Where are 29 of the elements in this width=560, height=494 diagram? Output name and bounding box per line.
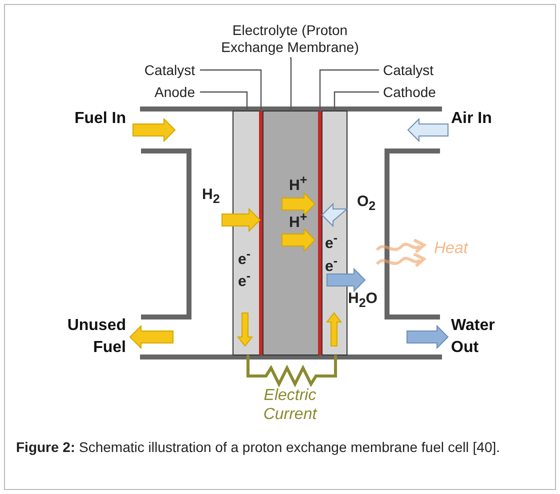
part-label: Catalyst	[383, 62, 463, 79]
flow-label: Water Out	[451, 316, 496, 358]
membrane-layer	[262, 110, 320, 356]
part-label: Catalyst	[130, 62, 195, 79]
part-label: Cathode	[383, 84, 463, 101]
leader-line	[319, 69, 379, 111]
electron-label: e$^{-}$	[238, 268, 252, 290]
leader-line	[334, 91, 379, 111]
electron-label: e$^{-}$	[238, 246, 252, 268]
species-label: H$^{+}$	[289, 209, 308, 231]
electron-label: e$^{-}$	[325, 253, 339, 275]
flow-label: Unused Fuel	[66, 316, 126, 358]
species-label: O$_{2}$	[357, 193, 377, 215]
species-label: H$_{2}$O	[348, 290, 378, 312]
leader-line	[200, 69, 262, 111]
figure-caption: Figure 2: Schematic illustration of a proton exchange membrane fuel cell [40].	[16, 438, 502, 457]
arrow	[321, 202, 348, 228]
current-label: Electric Current	[262, 386, 318, 424]
heat-label: Heat	[434, 240, 470, 257]
electron-label: e$^{-}$	[325, 230, 339, 252]
leader-line	[200, 91, 248, 111]
flow-label: Fuel In	[73, 109, 126, 129]
species-label: H$^{+}$	[289, 172, 308, 194]
flow-label: Air In	[451, 109, 493, 129]
species-label: H$_{2}$	[202, 186, 221, 208]
part-label: Anode	[130, 84, 195, 101]
resistor-wire	[246, 355, 337, 388]
part-label: Electrolyte (Proton Exchange Membrane)	[215, 22, 365, 56]
leader-line	[290, 57, 292, 111]
